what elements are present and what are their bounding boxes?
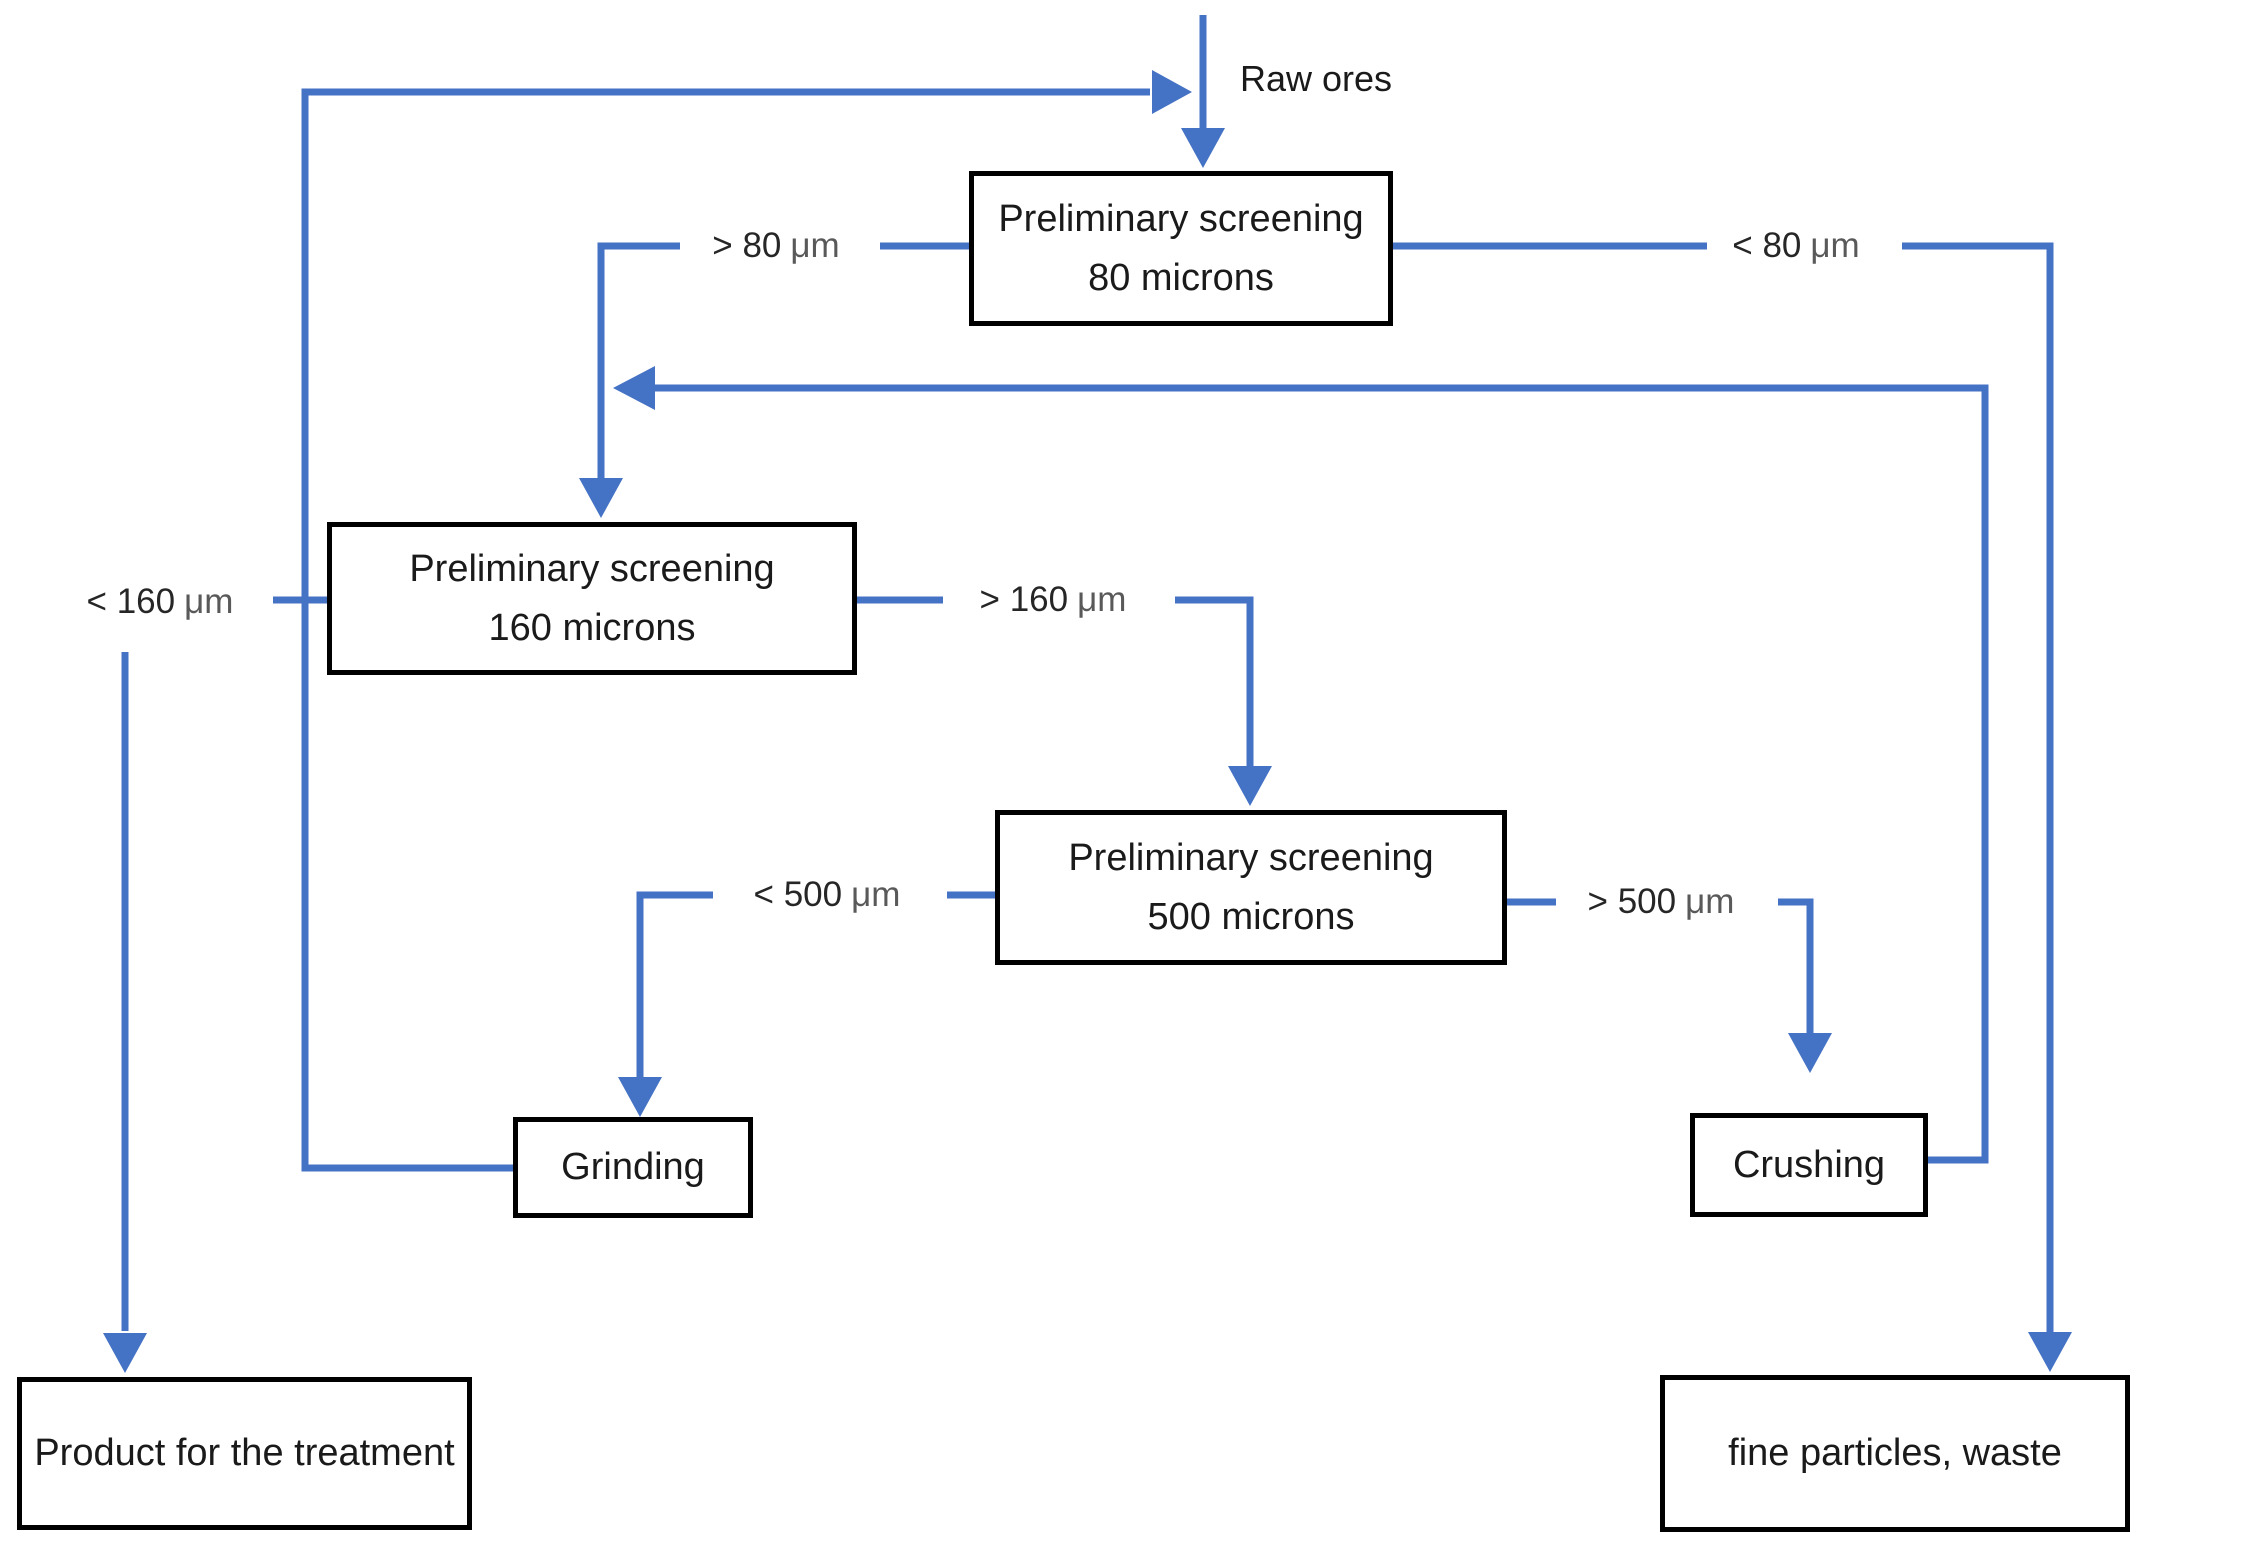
edge-gt500-line: [1507, 898, 1814, 1033]
node-screening-500-microns: Preliminary screening 500 microns: [995, 810, 1507, 965]
edge-gt160-line: [857, 596, 1254, 766]
node-screening-500-line2: 500 microns: [1147, 895, 1355, 938]
edge-crushing-recycle-arrowhead: [613, 366, 655, 410]
node-product-for-treatment: Product for the treatment: [17, 1377, 472, 1530]
label-gt-160um-unit: μm: [1077, 580, 1127, 619]
label-lt-160um-unit: μm: [184, 582, 234, 621]
label-lt-500um-unit: μm: [851, 875, 901, 914]
edge-raw-feed-arrowhead: [1181, 128, 1225, 168]
node-screening-160-line2: 160 microns: [488, 606, 696, 649]
label-gt-160um-value: > 160: [979, 580, 1069, 619]
node-crushing: Crushing: [1690, 1113, 1928, 1217]
edge-lt500-arrowhead: [618, 1077, 662, 1117]
label-raw-ores: Raw ores: [1240, 58, 1393, 99]
edge-lt80-line: [1392, 242, 2054, 1332]
edge-crushing-recycle-line: [655, 384, 1989, 1164]
edge-grinding-recycle-line: [301, 88, 1150, 1172]
edge-gt160-arrowhead: [1228, 766, 1272, 806]
edge-lt80-arrowhead: [2028, 1332, 2072, 1372]
edge-lt500-line: [636, 891, 995, 1077]
edge-lt160-arrowhead: [103, 1333, 147, 1373]
edge-gt500-arrowhead: [1788, 1033, 1832, 1073]
node-screening-160-line1: Preliminary screening: [409, 547, 775, 590]
label-gt-500um-unit: μm: [1685, 882, 1735, 921]
node-screening-80-line2: 80 microns: [1088, 256, 1274, 299]
node-grinding: Grinding: [513, 1117, 753, 1218]
node-waste-label: fine particles, waste: [1728, 1432, 2062, 1475]
node-grinding-label: Grinding: [561, 1146, 705, 1189]
node-screening-160-microns: Preliminary screening 160 microns: [327, 522, 857, 675]
label-lt-80um-value: < 80: [1732, 226, 1802, 265]
node-product-label: Product for the treatment: [34, 1432, 455, 1475]
label-lt-80um-unit: μm: [1810, 226, 1860, 265]
edge-lt160-line: [121, 596, 327, 1331]
label-gt-500um-value: > 500: [1587, 882, 1677, 921]
node-screening-80-line1: Preliminary screening: [998, 197, 1364, 240]
label-lt-500um-value: < 500: [753, 875, 843, 914]
node-crushing-label: Crushing: [1732, 1143, 1886, 1186]
node-fine-particles-waste: fine particles, waste: [1660, 1375, 2130, 1532]
label-lt-160um-value: < 160: [86, 582, 176, 621]
node-screening-500-line1: Preliminary screening: [1068, 836, 1434, 879]
edge-grinding-recycle-arrowhead: [1152, 70, 1192, 114]
label-gt-80um-unit: μm: [790, 226, 840, 265]
node-screening-80-microns: Preliminary screening 80 microns: [969, 171, 1393, 326]
edge-gt80-line: [597, 242, 969, 478]
label-gt-80um-value: > 80: [712, 226, 782, 265]
edge-gt80-arrowhead: [579, 478, 623, 518]
